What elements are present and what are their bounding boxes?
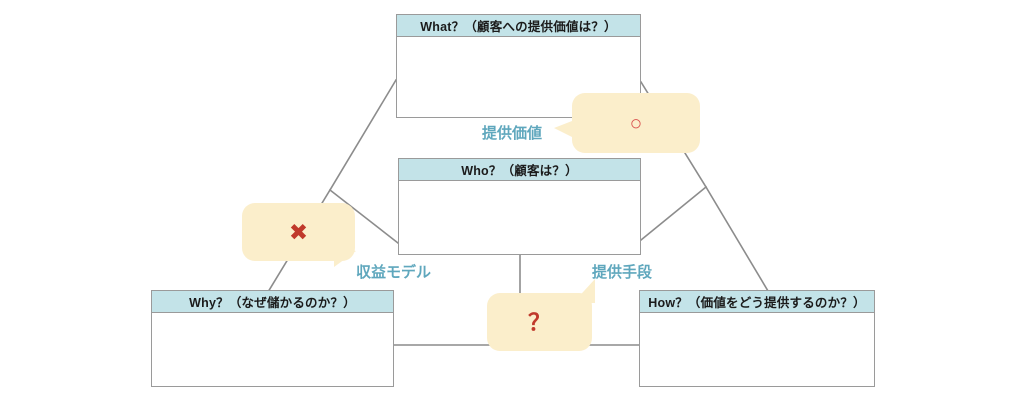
- framework-box-why-header: Why？（なぜ儲かるのか？）: [152, 291, 393, 313]
- framework-box-how[interactable]: How？（価値をどう提供するのか？）: [639, 290, 875, 387]
- edge-label-value: 提供価値: [482, 125, 543, 142]
- line-right-vertex-to-who: [639, 185, 708, 242]
- framework-box-who-header: Who？（顧客は？）: [399, 159, 640, 181]
- edge-label-revenue: 収益モデル: [356, 264, 432, 281]
- bubble-tail: [334, 247, 356, 267]
- question-mark-icon: ？: [528, 308, 551, 335]
- speech-bubble-circle-mark[interactable]: ○: [554, 93, 700, 153]
- speech-bubble-question-mark[interactable]: ？: [487, 279, 595, 351]
- speech-bubble-cross-mark[interactable]: ✖: [242, 203, 356, 267]
- edge-label-channel: 提供手段: [592, 264, 653, 281]
- line-what-to-left-vertex: [328, 78, 398, 192]
- bubble-tail: [554, 121, 572, 137]
- framework-box-what-header: What？（顧客への提供価値は？）: [397, 15, 640, 37]
- framework-box-why-body[interactable]: [152, 313, 393, 386]
- framework-box-what[interactable]: What？（顧客への提供価値は？）: [396, 14, 641, 118]
- circle-mark-icon: ○: [629, 111, 643, 135]
- framework-box-how-header: How？（価値をどう提供するのか？）: [640, 291, 874, 313]
- line-left-vertex-to-who: [328, 188, 400, 245]
- cross-mark-icon: ✖: [288, 218, 309, 245]
- framework-box-why[interactable]: Why？（なぜ儲かるのか？）: [151, 290, 394, 387]
- framework-box-how-body[interactable]: [640, 313, 874, 386]
- line-right-vertex-to-how: [704, 185, 770, 293]
- framework-box-who-body[interactable]: [399, 181, 640, 254]
- bubble-tail: [573, 279, 595, 303]
- framework-box-who[interactable]: Who？（顧客は？）: [398, 158, 641, 255]
